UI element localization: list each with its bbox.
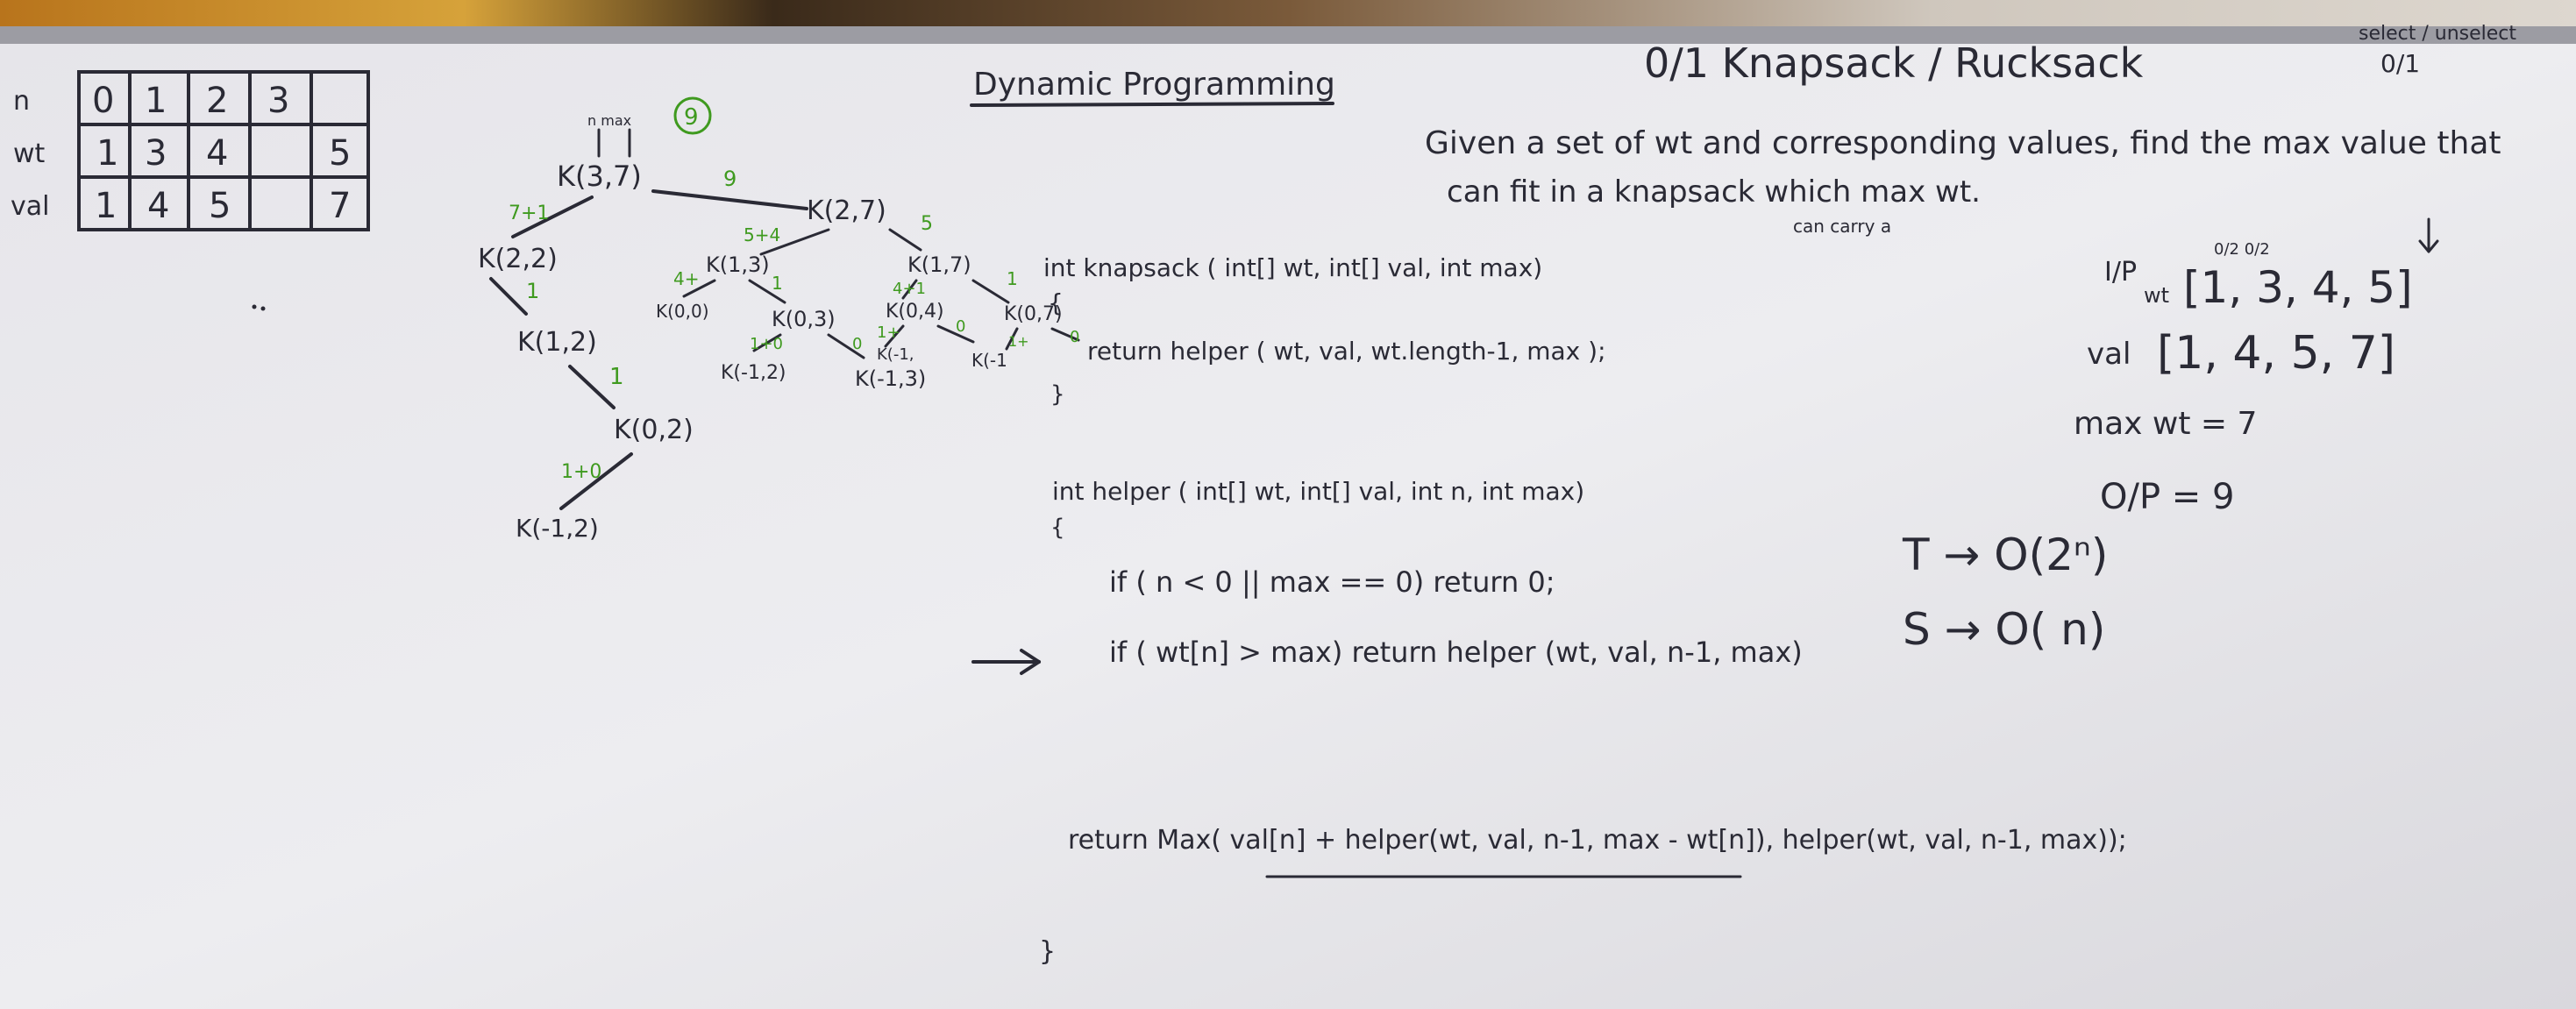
stray-mark [260,306,266,311]
example-block: 0/2 0/2 I/P wt [1, 3, 4, 5] val [1, 4, 5… [1902,217,2439,655]
stray-mark [252,304,257,309]
table-cell: 2 [206,81,228,121]
problem-insert: can carry a [1793,216,1891,237]
code-line: int knapsack ( int[] wt, int[] val, int … [1043,253,1542,282]
code-line: } [1050,381,1065,408]
tree-node: K(-1, [877,345,914,364]
code-line: } [1039,936,1056,967]
tree-node: K(2,2) [478,244,558,274]
code-line: if ( n < 0 || max == 0) return 0; [1109,565,1555,599]
tree-node: K(-1,3) [855,366,926,391]
topic-heading: 0/1 Knapsack / Rucksack [1644,39,2144,87]
tree-node: K(-1,2) [721,362,786,384]
tree-node: K(-1 [971,350,1007,371]
tree-node: K(1,2) [517,327,597,358]
table-cell: 5 [329,133,351,174]
title-underline [970,102,1334,107]
recursion-tree: n max 9 K(3,7) 7+1 9 K(2,2) 1 K(1,2) 1 K… [478,96,1080,543]
example-time: T → O(2ⁿ) [1902,529,2108,580]
example-space: S → O( n) [1903,604,2105,655]
tree-edge-label: 1 [772,273,783,294]
table-cell: 3 [145,133,167,174]
example-val-label: val [2087,337,2131,372]
code-line: { [1050,515,1065,541]
example-wt-label: wt [2144,283,2169,308]
table-cell: 7 [329,186,351,226]
code-line: return Max( val[n] + helper(wt, val, n-1… [1068,825,2127,856]
table-cell: 5 [209,186,231,226]
code-block: int knapsack ( int[] wt, int[] val, int … [971,253,2127,967]
data-table: n wt val 0 1 2 3 1 3 4 5 1 4 5 7 [11,70,370,231]
code-line: if ( wt[n] > max) return helper (wt, val… [1109,636,1803,669]
table-row-label: n [13,86,30,117]
tree-edge-label: 1+0 [750,335,783,353]
tree-arrow-labels: n max [587,112,631,129]
tree-node: K(1,3) [706,252,770,277]
corner-note: select / unselect [2359,23,2516,45]
tree-node: K(0,2) [614,415,694,445]
tree-edge-label: 1 [526,279,539,303]
table-cell: 4 [206,133,228,174]
tree-edge-label: 0 [852,335,862,353]
table-cell: 1 [96,133,118,174]
tree-node: K(1,7) [907,252,971,277]
tree-edge-label: 5+4 [744,224,780,245]
board-title: Dynamic Programming [973,67,1335,103]
tree-edge-label: 0 [1070,328,1079,346]
tree-node: K(0,4) [886,301,944,323]
example-output: O/P = 9 [2100,477,2234,517]
board-surface [0,44,2576,1009]
problem-line-1: Given a set of wt and corresponding valu… [1425,125,2501,161]
example-val-values: [1, 4, 5, 7] [2157,327,2395,380]
tree-edge-label: 0 [956,317,965,336]
tree-edge-label: 1 [1007,268,1018,289]
tree-answer: 9 [684,104,699,131]
example-index-note: 0/2 0/2 [2214,240,2270,259]
tree-node: K(2,7) [807,195,886,226]
tree-edge-label: 4+ [673,268,699,289]
code-line: int helper ( int[] wt, int[] val, int n,… [1052,477,1584,506]
table-cell: 1 [145,81,167,121]
tree-node: K(0,3) [772,307,836,331]
tree-edge-label: 5 [921,213,933,235]
problem-line-2: can fit in a knapsack which max wt. [1447,174,1981,210]
tree-edge-label: 9 [723,167,737,191]
tree-node: K(0,0) [656,301,709,322]
tree-node: K(3,7) [557,160,642,193]
table-row-label: val [11,191,49,222]
table-cell: 4 [147,186,169,226]
table-cell: 1 [95,186,117,226]
example-ip-label: I/P [2104,257,2137,288]
tree-edge-label: 1+0 [561,461,601,483]
pointer-arrow [971,649,1041,675]
tree-node: K(-1,2) [516,514,599,543]
tree-edge-label: 1+ [877,323,900,342]
corner-note-binary: 0/1 [2380,49,2420,78]
answer-circle [673,96,712,135]
table-cell: 3 [267,81,289,121]
tree-edge-label: 1+ [1008,333,1029,350]
tree-edge-label: 7+1 [509,203,549,224]
example-max-wt: max wt = 7 [2074,406,2257,442]
tree-edge-label: 4+1 [893,280,926,298]
table-cell: 0 [92,81,114,121]
code-line: { [1048,288,1064,317]
example-wt-values: [1, 3, 4, 5] [2183,262,2413,313]
tree-edge-label: 1 [609,364,624,390]
tree-node: K(0,7) [1004,303,1063,325]
code-line: return helper ( wt, val, wt.length-1, ma… [1087,337,1606,366]
table-row-label: wt [13,139,46,169]
